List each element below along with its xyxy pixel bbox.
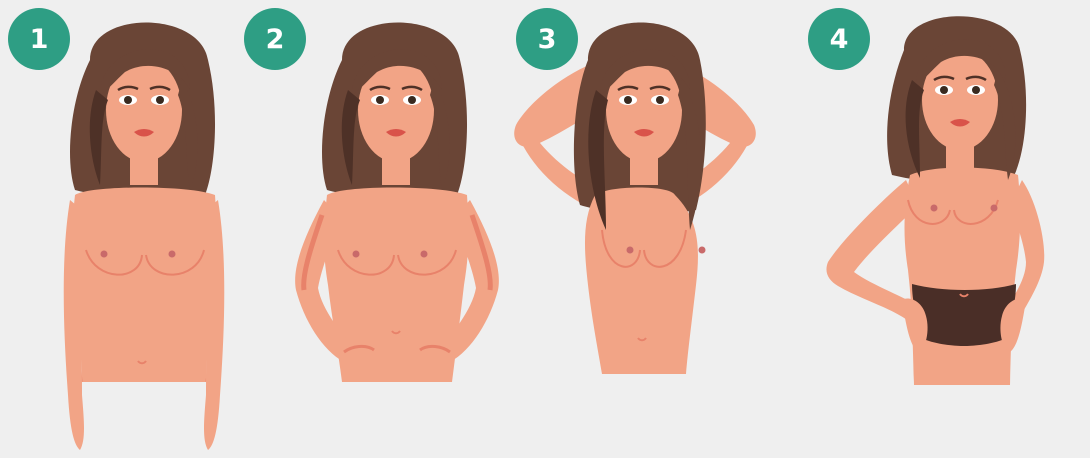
figure-2-body xyxy=(295,188,499,383)
figure-4-body xyxy=(826,168,1044,386)
figure-step-3 xyxy=(510,0,760,458)
figure-1-body xyxy=(64,188,225,451)
figure-step-2 xyxy=(282,0,512,458)
figure-step-4 xyxy=(822,0,1072,458)
figure-step-1 xyxy=(30,0,260,458)
